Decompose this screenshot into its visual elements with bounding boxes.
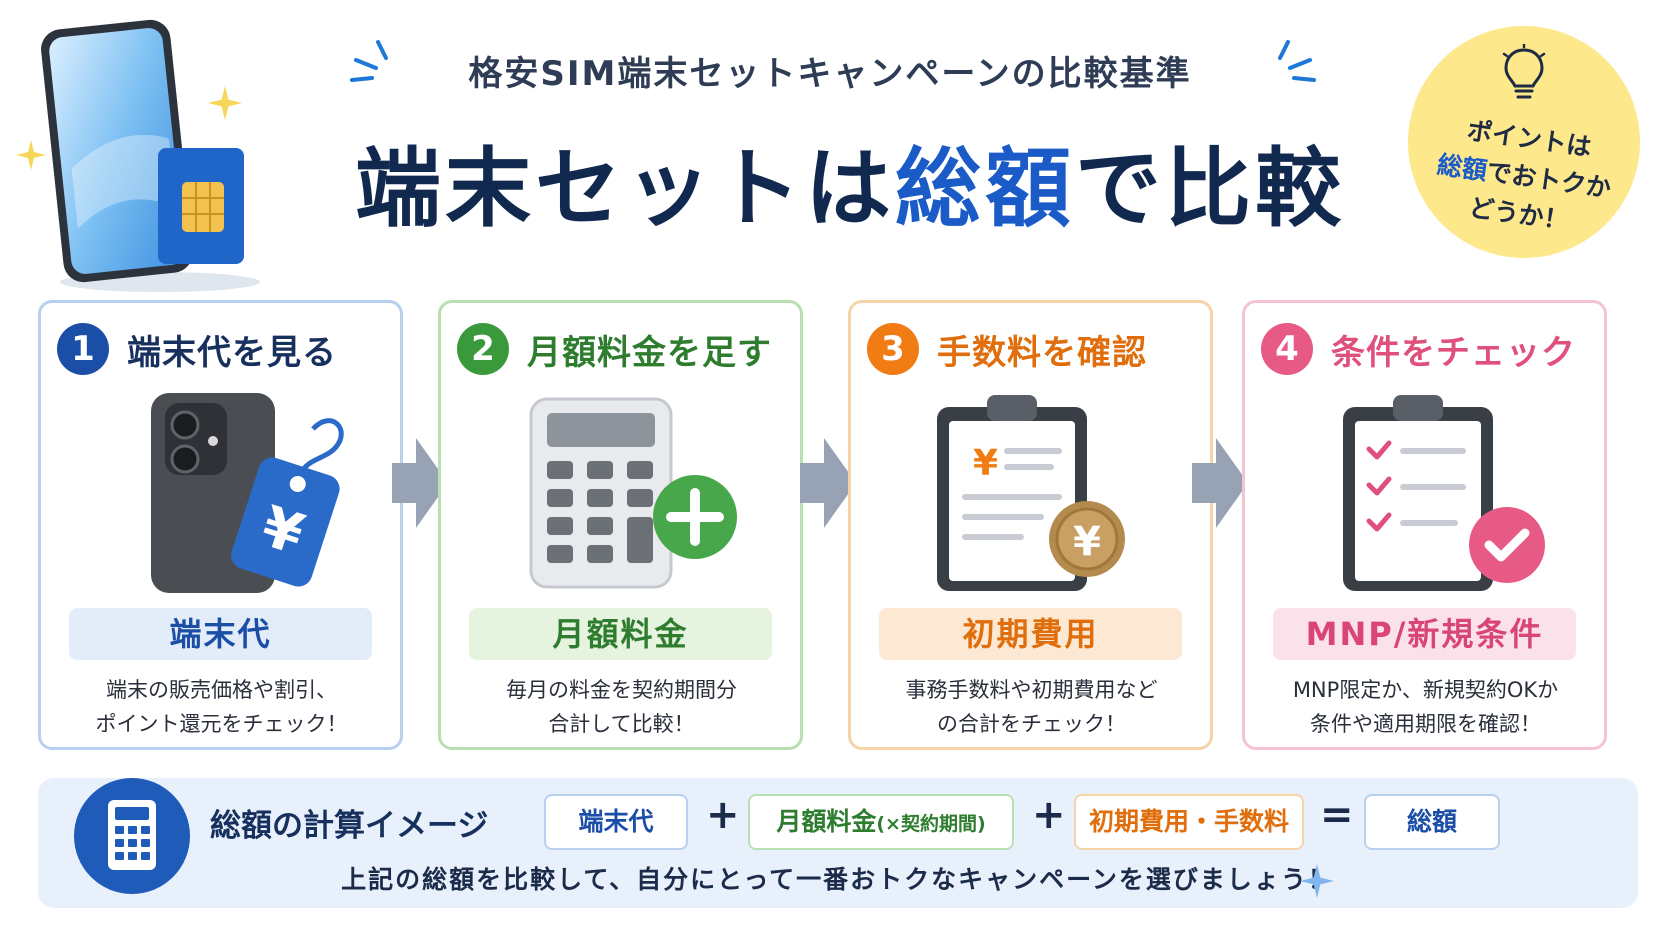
calc-box-monthly: 月額料金(×契約期間) [748, 794, 1014, 850]
smartphone-with-sim-icon [40, 14, 310, 304]
lightbulb-icon [1502, 44, 1546, 99]
step-title: 端末代を見る [127, 332, 337, 373]
calculator-plus-icon [529, 397, 737, 589]
calc-box-monthly-main: 月額料金 [776, 807, 877, 836]
arrow-right-icon [800, 438, 856, 528]
step-heading: 4 条件をチェック [1261, 323, 1576, 375]
sparkle-icon [208, 86, 242, 120]
checklist-check-icon [1343, 395, 1545, 591]
svg-text:¥: ¥ [973, 443, 998, 484]
clipboard-yen-coin-icon: ¥ ¥ [937, 395, 1125, 591]
point-bubble: ポイントは 総額でおトクか どうか！ [1408, 26, 1640, 258]
step-number: 4 [1261, 323, 1313, 375]
step-heading: 1 端末代を見る [57, 323, 337, 375]
title-pre: 端末セットは [355, 139, 895, 239]
step-number: 1 [57, 323, 109, 375]
desc-line: の合計をチェック！ [937, 712, 1126, 736]
step-card-4: 4 条件をチェック MNP/新規条件 MNP限定か、新規契約OKか 条件や適用期… [1242, 300, 1607, 750]
calc-title: 総額の計算イメージ [210, 808, 489, 844]
step-card-1: 1 端末代を見る ¥ 端末代 端末の販売価格や割引、 ポイント還元をチェック！ [38, 300, 403, 750]
plus-sign: + [706, 792, 740, 838]
step-title: 手数料を確認 [937, 332, 1147, 373]
step-description: 毎月の料金を契約期間分 合計して比較！ [449, 673, 794, 741]
sparkle-icon [16, 140, 46, 170]
calc-box-fees: 初期費用・手数料 [1074, 794, 1304, 850]
calculator-icon [74, 778, 190, 894]
phone-price-tag-icon: ¥ [151, 393, 344, 593]
step-description: MNP限定か、新規契約OKか 条件や適用期限を確認！ [1253, 673, 1598, 741]
point-highlight: 総額 [1435, 149, 1489, 186]
desc-line: 事務手数料や初期費用など [905, 678, 1158, 702]
desc-line: 端末の販売価格や割引、 [106, 678, 337, 702]
step-label: MNP/新規条件 [1273, 608, 1576, 660]
page-subtitle: 格安SIM端末セットキャンペーンの比較基準 [468, 54, 1192, 94]
step-card-2: 2 月額料金を足す 月額料金 毎月の料金を契約期間分 合計して比較！ [438, 300, 803, 750]
calc-box-monthly-note: (×契約期間) [876, 813, 986, 835]
accent-lines-icon [1278, 40, 1316, 82]
step-card-3: 3 手数料を確認 ¥ ¥ 初期費用 事務手数料や初期費用など の合計をチェック！ [848, 300, 1213, 750]
step-label: 端末代 [69, 608, 372, 660]
step-description: 端末の販売価格や割引、 ポイント還元をチェック！ [49, 673, 394, 741]
svg-text:¥: ¥ [1073, 519, 1101, 565]
step-title: 条件をチェック [1331, 332, 1576, 373]
arrow-right-icon [1192, 438, 1248, 528]
step-heading: 2 月額料金を足す [457, 323, 772, 375]
calc-box-device: 端末代 [544, 794, 688, 850]
step-number: 3 [867, 323, 919, 375]
step-label: 初期費用 [879, 608, 1182, 660]
sparkle-icon [1300, 864, 1334, 898]
accent-lines-icon [350, 40, 388, 82]
total-calculation-panel: 総額の計算イメージ 端末代 + 月額料金(×契約期間) + 初期費用・手数料 =… [38, 778, 1638, 908]
desc-line: 条件や適用期限を確認！ [1310, 712, 1541, 736]
desc-line: ポイント還元をチェック！ [95, 712, 348, 736]
step-label: 月額料金 [469, 608, 772, 660]
plus-sign: + [1032, 792, 1066, 838]
arrow-right-icon [392, 438, 448, 528]
page-title: 端末セットは総額で比較 [300, 118, 1400, 243]
equals-sign: = [1320, 792, 1354, 838]
desc-line: MNP限定か、新規契約OKか [1292, 678, 1559, 702]
title-post: で比較 [1075, 139, 1345, 239]
step-title: 月額料金を足す [527, 332, 772, 373]
step-description: 事務手数料や初期費用など の合計をチェック！ [859, 673, 1204, 741]
point-text: ポイントは 総額でおトクか どうか！ [1401, 104, 1647, 249]
desc-line: 毎月の料金を契約期間分 [506, 678, 737, 702]
desc-line: 合計して比較！ [548, 712, 695, 736]
calc-box-total: 総額 [1364, 794, 1500, 850]
step-heading: 3 手数料を確認 [867, 323, 1147, 375]
title-highlight: 総額 [889, 118, 1081, 243]
calc-note: 上記の総額を比較して、自分にとって一番おトクなキャンペーンを選びましょう！ [341, 865, 1335, 894]
step-number: 2 [457, 323, 509, 375]
